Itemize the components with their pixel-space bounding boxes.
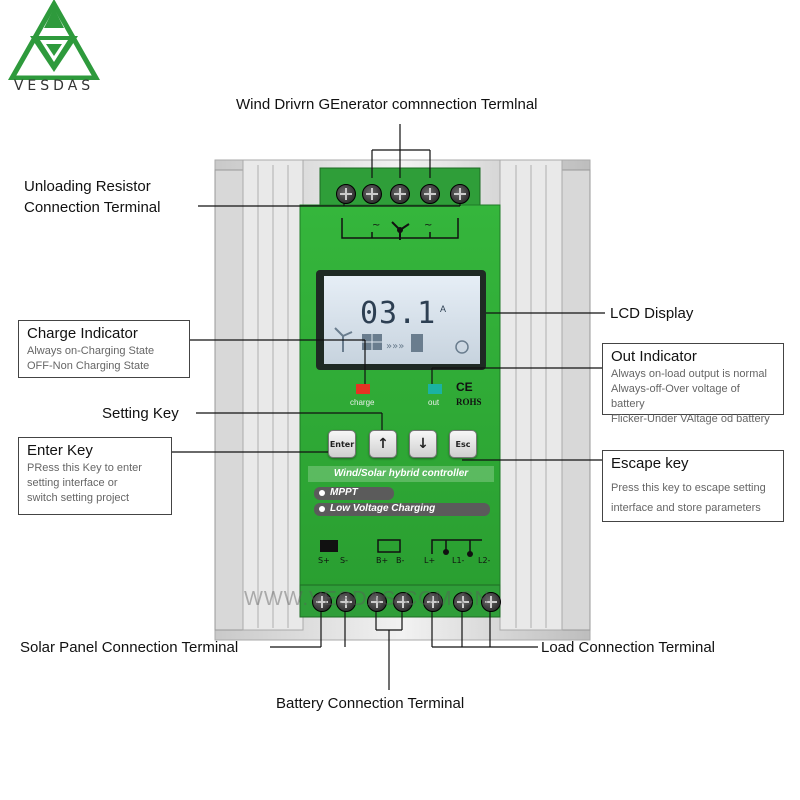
charge-indicator-line: OFF-Non Charging State <box>27 360 150 372</box>
enter-key-title: Enter Key <box>27 442 93 459</box>
wind-terminal-callout: Wind Drivrn GEnerator comnnection Termln… <box>236 96 538 113</box>
lcd-turbine-icon <box>334 327 353 352</box>
setting-key-callout: Setting Key <box>102 405 179 422</box>
heatsink-fin-left-outer <box>214 169 244 631</box>
brand-logo: VESDAS <box>7 0 101 98</box>
solar-negative-terminal[interactable] <box>336 592 356 612</box>
out-label: out <box>428 398 440 407</box>
low-voltage-bar <box>314 503 490 516</box>
rohs-mark: ROHS <box>456 397 482 407</box>
charge-indicator-title: Charge Indicator <box>27 325 138 342</box>
load-positive-terminal[interactable] <box>423 592 443 612</box>
svg-text:~: ~ <box>372 220 380 231</box>
escape-key-box: Escape key Press this key to escape sett… <box>602 450 784 522</box>
solar-terminal-callout: Solar Panel Connection Terminal <box>20 639 239 656</box>
pin-label: S+ <box>318 556 330 565</box>
title-bar <box>308 466 494 482</box>
down-key[interactable]: ↓ <box>409 430 437 458</box>
battery-terminal-callout: Battery Connection Terminal <box>276 695 465 712</box>
top-terminal-screw[interactable] <box>390 184 410 204</box>
pin-label: B+ <box>376 556 389 565</box>
lcd-battery-icon <box>411 334 423 352</box>
charge-label: charge <box>350 398 375 407</box>
solar-positive-terminal[interactable] <box>312 592 332 612</box>
escape-key-title: Escape key <box>611 455 689 472</box>
top-terminal-screw[interactable] <box>362 184 382 204</box>
out-indicator-box: Out Indicator Always on-load output is n… <box>602 343 784 425</box>
svg-text:~: ~ <box>424 220 432 231</box>
enter-key-line: PRess this Key to enter <box>27 462 142 474</box>
leader-lines <box>170 124 605 690</box>
out-indicator-line: Flicker-Under VAltage od battery <box>611 413 770 425</box>
load2-negative-terminal[interactable] <box>481 592 501 612</box>
controller-title: Wind/Solar hybrid controller <box>333 468 469 479</box>
out-indicator-title: Out Indicator <box>611 348 697 365</box>
solar-panel-symbol-icon <box>320 540 338 552</box>
up-arrow-icon: ↑ <box>377 436 389 452</box>
pin-label: L+ <box>424 556 436 565</box>
load-terminal-callout: Load Connection Terminal <box>541 639 716 656</box>
enter-key-label: Enter <box>329 439 355 449</box>
pin-label: L1- <box>452 556 465 565</box>
pin-label: B- <box>396 556 405 565</box>
faceplate <box>299 204 501 586</box>
enter-key-line: switch setting project <box>27 492 130 504</box>
out-indicator-line: Always-off-Over voltage of battery <box>611 383 740 410</box>
battery-positive-terminal[interactable] <box>367 592 387 612</box>
battery-negative-terminal[interactable] <box>393 592 413 612</box>
lcd-reading: 03.1 <box>360 296 437 331</box>
charge-led <box>356 384 370 394</box>
top-terminal-screw[interactable] <box>450 184 470 204</box>
escape-key-line: interface and store parameters <box>611 502 761 514</box>
feature-low-voltage: Low Voltage Charging <box>330 503 436 514</box>
ce-mark: CE <box>456 380 473 394</box>
unloading-callout-line2: Connection Terminal <box>24 199 161 216</box>
top-terminal-screw[interactable] <box>336 184 356 204</box>
out-led <box>428 384 442 394</box>
esc-key-label: Esc <box>455 439 471 449</box>
feature-mppt: MPPT <box>330 487 358 498</box>
logo-mark-icon <box>7 0 101 81</box>
top-terminal-screw[interactable] <box>420 184 440 204</box>
up-key[interactable]: ↑ <box>369 430 397 458</box>
battery-symbol-icon <box>377 539 401 553</box>
enter-key-line: setting interface or <box>27 477 118 489</box>
mppt-bar <box>314 487 394 500</box>
lcd-bulb-icon <box>455 340 469 354</box>
watermark: WWW.VESDAS.COM.CN <box>244 588 490 610</box>
escape-key-line: Press this key to escape setting <box>611 482 766 494</box>
pin-label: L2- <box>478 556 491 565</box>
out-indicator-line: Always on-load output is normal <box>611 368 767 380</box>
charge-indicator-box: Charge Indicator Always on-Charging Stat… <box>18 320 190 378</box>
load1-negative-terminal[interactable] <box>453 592 473 612</box>
lcd-unit: A <box>440 304 447 314</box>
pin-label: S- <box>340 556 348 565</box>
brand-name: VESDAS <box>13 78 95 94</box>
enter-key-box: Enter Key PRess this Key to enter settin… <box>18 437 172 515</box>
charge-indicator-line: Always on-Charging State <box>27 345 155 357</box>
lcd-screen <box>324 276 480 364</box>
enter-key[interactable]: Enter <box>328 430 356 458</box>
down-arrow-icon: ↓ <box>417 436 429 452</box>
esc-key[interactable]: Esc <box>449 430 477 458</box>
unloading-callout-line1: Unloading Resistor <box>24 178 151 195</box>
svg-text:»»»: »»» <box>386 341 404 352</box>
load-symbol-icon <box>431 539 482 554</box>
heatsink-fin-right-outer <box>561 169 591 631</box>
lcd-callout: LCD Display <box>610 305 694 322</box>
